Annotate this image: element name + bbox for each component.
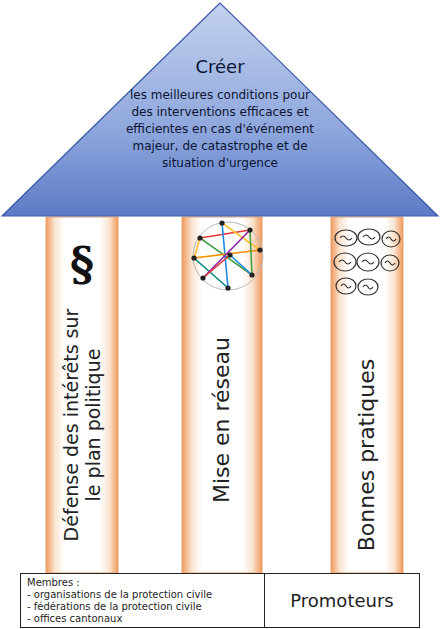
network-dot [219, 220, 224, 225]
members-heading: Membres : [27, 577, 258, 589]
pillar: Bonnes pratiques [331, 217, 403, 573]
pillar: § Défense des intérêts sur le plan politi… [46, 217, 118, 573]
network-dot [257, 247, 262, 252]
pillar-label: Défense des intérêts sur le plan politiq… [60, 299, 104, 551]
roof-text: les meilleures conditions pour des inter… [123, 87, 317, 172]
network-dot [249, 272, 254, 277]
network-link [194, 238, 200, 258]
speech-bubbles-icon [334, 229, 400, 295]
members-item: - fédérations de la protection civile [27, 601, 258, 613]
pillar: Mise en réseau [182, 217, 262, 573]
paragraph-symbol: § [46, 239, 118, 289]
network-link [230, 255, 252, 275]
network-dot [225, 285, 230, 290]
pillar-label: Mise en réseau [209, 300, 235, 540]
network-dot [247, 227, 252, 232]
pillar-fill [182, 217, 262, 573]
members-box: Membres :- organisations de la protectio… [20, 573, 265, 628]
promoters-box: Promoteurs [264, 573, 420, 628]
pillar-label: Bonnes pratiques [354, 335, 380, 575]
network-link [222, 223, 260, 250]
roof-triangle: Créer les meilleures conditions pour des … [0, 0, 440, 217]
members-item: - organisations de la protection civile [27, 589, 258, 601]
network-dot [200, 275, 205, 280]
roof-triangle-outline [2, 3, 438, 216]
network-outline [193, 222, 263, 290]
bubble-scribble [339, 235, 396, 289]
network-link [203, 255, 230, 278]
network-icon [191, 220, 263, 290]
pillar-fill [46, 217, 118, 573]
network-dot [197, 235, 202, 240]
network-link [250, 230, 252, 275]
network-dot [227, 252, 232, 257]
roof-heading: Créer [0, 56, 440, 77]
network-link [203, 230, 250, 278]
promoters-label: Promoteurs [290, 590, 393, 611]
network-link [194, 258, 228, 288]
members-item: - offices cantonaux [27, 613, 258, 625]
network-dot [191, 255, 196, 260]
